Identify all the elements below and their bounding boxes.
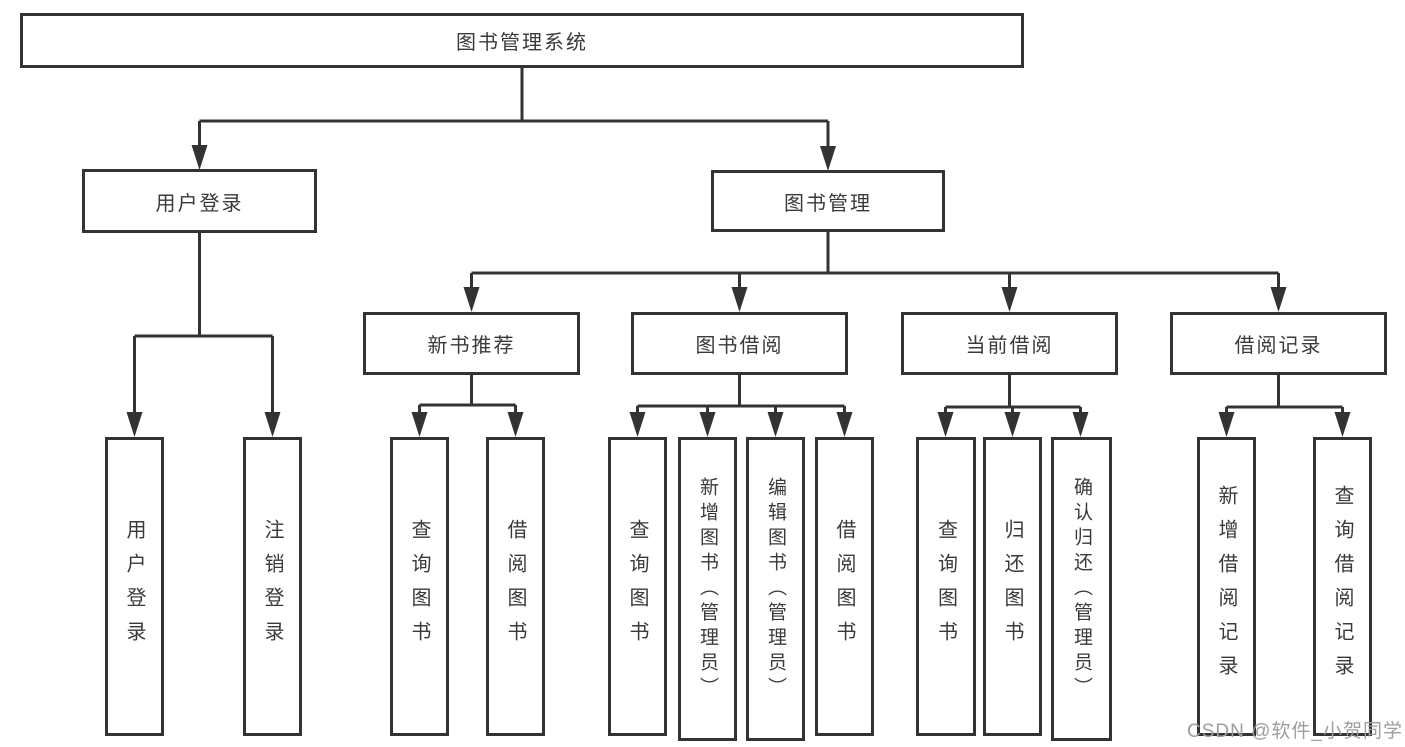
leaf-query-books-current-label: 查询图书 [934,518,957,655]
node-root-label: 图书管理系统 [456,32,588,54]
leaf-confirm-return-admin-label: 确认归还（管理员） [1071,476,1092,702]
connector-root [191,68,836,171]
node-borrow-records-label: 借阅记录 [1234,335,1323,357]
leaf-borrow-books: 借阅图书 [815,437,874,736]
connector-current-borrow [937,375,1089,437]
leaf-add-borrow-record-label: 新增借阅记录 [1215,484,1237,689]
node-current-borrow-label: 当前借阅 [965,335,1054,357]
leaf-add-book-admin-label: 新增图书（管理员） [697,476,718,702]
leaf-edit-book-admin-label: 编辑图书（管理员） [765,476,786,702]
connector-new-book-recommend [411,375,524,437]
leaf-query-books-recommend: 查询图书 [390,437,449,736]
connector-borrow-records [1218,375,1351,437]
leaf-borrow-books-recommend-label: 借阅图书 [504,518,526,655]
connector-book-management [463,232,1287,312]
leaf-query-books-borrow: 查询图书 [608,437,667,736]
leaf-return-books-label: 归还图书 [1001,518,1023,655]
leaf-query-books-recommend-label: 查询图书 [408,518,430,655]
leaf-confirm-return-admin: 确认归还（管理员） [1051,437,1112,741]
leaf-edit-book-admin: 编辑图书（管理员） [746,437,805,741]
node-new-book-recommend: 新书推荐 [363,312,580,375]
node-user-login: 用户登录 [82,169,317,233]
node-book-borrow-label: 图书借阅 [695,335,784,357]
leaf-return-books: 归还图书 [983,437,1042,736]
node-new-book-recommend-label: 新书推荐 [427,335,516,357]
leaf-borrow-books-recommend: 借阅图书 [486,437,545,736]
leaf-query-borrow-record-label: 查询借阅记录 [1331,484,1353,689]
connector-user-login [126,233,281,437]
leaf-user-login: 用户登录 [105,437,164,736]
node-book-management: 图书管理 [711,170,945,232]
node-borrow-records: 借阅记录 [1170,312,1387,375]
connector-book-borrow [629,375,853,437]
node-root: 图书管理系统 [20,13,1024,68]
leaf-add-book-admin: 新增图书（管理员） [678,437,737,741]
node-book-borrow: 图书借阅 [631,312,848,375]
node-user-login-label: 用户登录 [155,192,244,215]
leaf-query-borrow-record: 查询借阅记录 [1313,437,1372,736]
leaf-query-books-borrow-label: 查询图书 [626,518,648,655]
leaf-user-login-label: 用户登录 [123,518,145,655]
leaf-borrow-books-label: 借阅图书 [833,518,855,655]
leaf-logout-label: 注销登录 [261,518,283,655]
leaf-query-books-current: 查询图书 [916,437,976,736]
leaf-add-borrow-record: 新增借阅记录 [1197,437,1256,736]
node-book-management-label: 图书管理 [784,192,872,215]
node-current-borrow: 当前借阅 [901,312,1118,375]
leaf-logout: 注销登录 [243,437,302,736]
